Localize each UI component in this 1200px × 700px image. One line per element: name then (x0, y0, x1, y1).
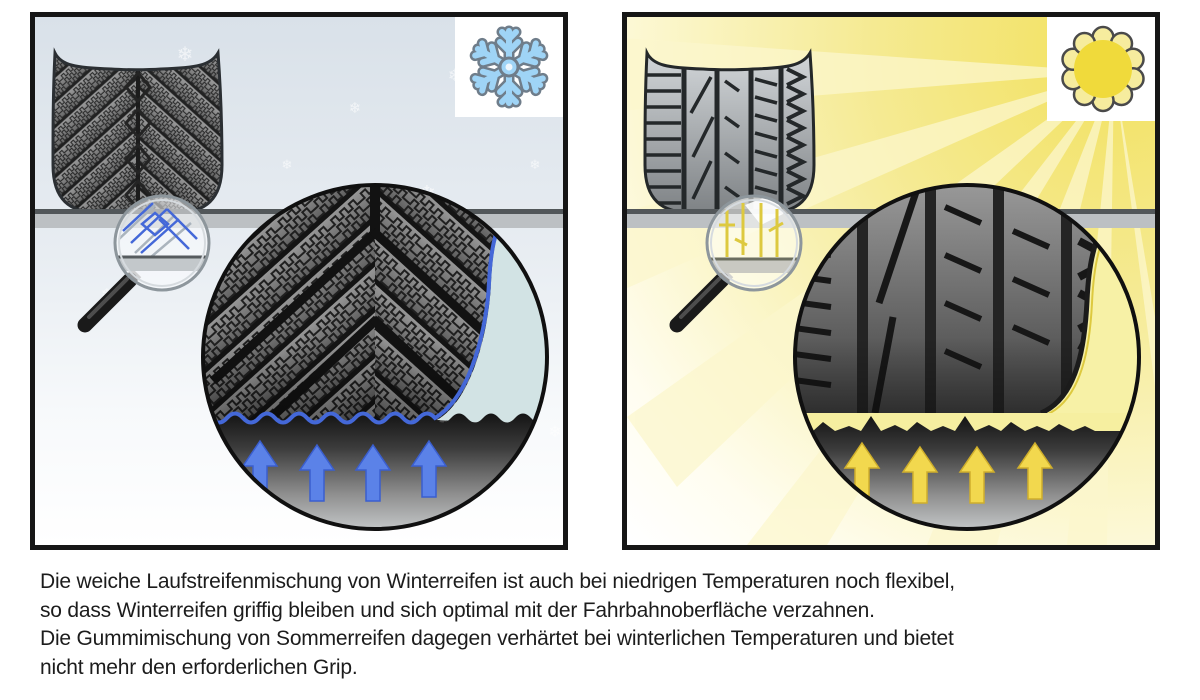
caption-line-2: so dass Winterreifen griffig bleiben und… (40, 598, 875, 622)
sun-icon (1061, 25, 1145, 113)
svg-text:❄: ❄ (548, 422, 561, 441)
diagonal-sipes (689, 76, 778, 200)
magnifying-glass-icon (77, 194, 211, 333)
up-arrow-icon (298, 443, 336, 502)
up-arrow-icon (1016, 441, 1054, 500)
chevron-sipes (786, 67, 808, 206)
caption-line-4: nicht mehr den erforderlichen Grip. (40, 655, 358, 679)
summer-tire-tread-top-view (643, 51, 816, 215)
grip-arrows (241, 439, 448, 502)
svg-text:❄: ❄ (282, 158, 293, 173)
flexible-contact-line (203, 195, 523, 425)
up-arrow-icon (410, 439, 448, 498)
summer-panel (622, 12, 1160, 550)
snowflake-icon (473, 25, 544, 103)
summer-illustration (627, 17, 1155, 545)
grip-arrows (843, 441, 1054, 504)
magnified-summer-sipes (707, 196, 801, 273)
svg-text:❄: ❄ (177, 42, 194, 66)
left-rib-sipes (645, 73, 681, 205)
winter-illustration: ❄❄ ❄❄ ❄❄ ❄❄ ❄❄ ❄ (35, 17, 563, 545)
magnifying-glass-icon (669, 194, 803, 333)
up-arrow-icon (958, 445, 996, 504)
winter-panel: ❄❄ ❄❄ ❄❄ ❄❄ ❄❄ ❄ (30, 12, 568, 550)
circumferential-grooves (681, 63, 784, 213)
winter-tire-tread-top-view (51, 51, 224, 215)
magnified-winter-sipes (115, 202, 209, 271)
up-arrow-icon (901, 445, 939, 504)
caption-line-1: Die weiche Laufstreifenmischung von Wint… (40, 570, 955, 593)
up-arrow-icon (354, 443, 392, 502)
svg-text:❄: ❄ (349, 99, 362, 117)
svg-text:❄: ❄ (530, 158, 541, 173)
caption-line-3: Die Gummimischung von Sommerreifen dageg… (40, 627, 954, 650)
caption-text: Die weiche Laufstreifenmischung von Wint… (40, 568, 955, 682)
summer-contact-zoom (793, 183, 1141, 531)
